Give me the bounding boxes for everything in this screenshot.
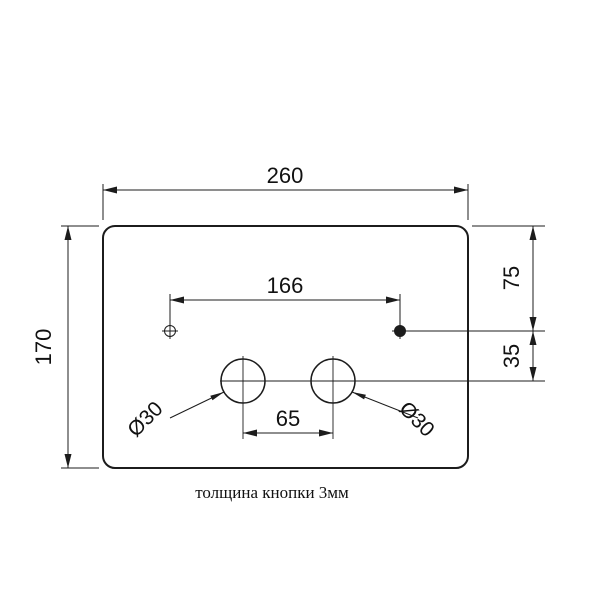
dim-65-label: 65 (276, 406, 300, 431)
dim-35-arrow-bottom (529, 367, 537, 381)
dim-170-arrow-bottom (64, 454, 72, 468)
dim-170-arrow-top (64, 226, 72, 240)
dim-75-arrow-bottom (529, 317, 537, 331)
dim-170-label: 170 (31, 329, 56, 366)
dim-75-label: 75 (499, 266, 524, 290)
dia-label-right: Ø30 (394, 397, 438, 441)
dim-260-arrow-left (103, 186, 117, 194)
dim-35-arrow-top (529, 331, 537, 345)
dim-35-label: 35 (499, 344, 524, 368)
plate-outline (102, 225, 469, 469)
dim-166-arrow-left (170, 296, 184, 304)
dim-260-arrow-right (454, 186, 468, 194)
dim-260-label: 260 (267, 163, 304, 188)
leader-arrow-left (210, 392, 224, 401)
dim-75-arrow-top (529, 226, 537, 240)
caption: толщина кнопки 3мм (195, 483, 349, 502)
dim-166-arrow-right (386, 296, 400, 304)
dia-label-left: Ø30 (123, 397, 167, 441)
dim-65-arrow-right (319, 429, 333, 437)
leader-arrow-right (352, 392, 366, 400)
dim-166-label: 166 (267, 273, 304, 298)
dim-65-arrow-left (243, 429, 257, 437)
